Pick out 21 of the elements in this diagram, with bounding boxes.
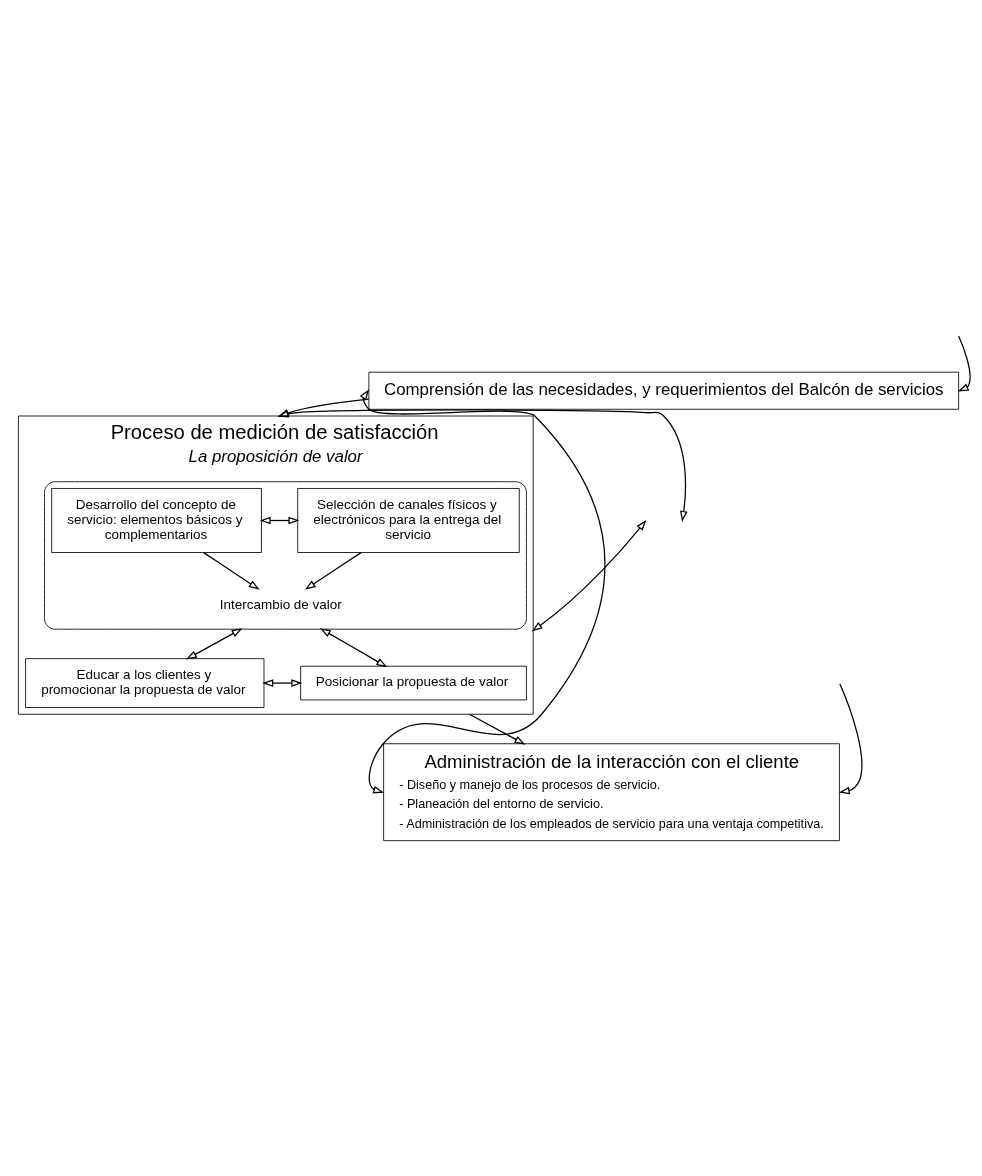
node-box: Posicionar la propuesta de valor [300,665,527,701]
arrow [277,398,370,418]
arrow [468,713,526,745]
arrow [319,628,388,668]
cluster [44,481,527,630]
arrow [957,335,971,392]
arrow [838,683,863,795]
arrow [203,552,260,590]
node-box: Desarrollo del concepto de servicio: elementos básicos y complementarios [51,488,262,553]
node-text: Intercambio de valor [219,596,342,612]
arrow [277,409,688,522]
arrow [186,628,243,660]
node-box: Comprensión de las necesidades, y requerimientos del Balcón de servicios [368,371,960,410]
arrow [531,519,647,632]
arrow [259,516,300,525]
arrow [359,389,606,794]
node-box: Administración de la interacción con el cliente - Diseño y manejo de los procesos de servicio. - Planeación del entorno de servicio. - Administración de los empleados de servicio para una ventaja competitiva. [383,743,840,842]
node-box: Educar a los clientes y promocionar la propuesta de valor [25,658,265,708]
arrow [304,552,362,590]
arrow [262,679,303,687]
node-box: Selección de canales físicos y electrónicos para la entrega del servicio [297,488,520,553]
